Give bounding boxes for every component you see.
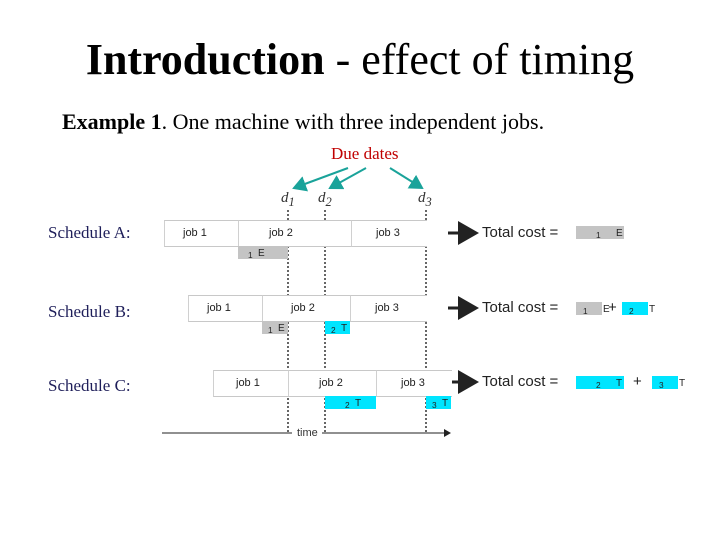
schedule-a-job-3: job 3 <box>351 220 427 247</box>
schedule-a-cost-label: Total cost = <box>482 224 559 241</box>
schedule-c-cost-label: Total cost = <box>482 373 559 390</box>
schedule-c-job-3: job 3 <box>376 370 452 397</box>
schedule-c-plus: + <box>633 373 642 390</box>
deadline-label-1: d1 <box>281 190 295 209</box>
due-arrow-1 <box>292 167 349 192</box>
deadline-label-2: d2 <box>318 190 332 209</box>
slide-subtitle: Example 1. One machine with three indepe… <box>62 108 544 136</box>
schedule-b-job-2: job 2 <box>262 295 351 322</box>
due-arrow-3 <box>389 167 424 190</box>
time-axis-label: time <box>297 427 318 439</box>
schedule-c-job-2: job 2 <box>288 370 377 397</box>
deadline-label-3: d3 <box>418 190 432 209</box>
schedule-c-label: Schedule C: <box>48 376 131 395</box>
due-arrow-2 <box>328 167 367 190</box>
slide-title: Introduction - effect of timing <box>0 34 720 86</box>
schedule-b-cost-label: Total cost = <box>482 299 559 316</box>
due-dates-label: Due dates <box>331 144 399 163</box>
schedule-a-label: Schedule A: <box>48 223 131 242</box>
schedule-c-job-1: job 1 <box>213 370 289 397</box>
schedule-b-plus: + <box>608 299 617 316</box>
schedule-a-job-2: job 2 <box>238 220 352 247</box>
schedule-b-label: Schedule B: <box>48 302 131 321</box>
title-rest: - effect of timing <box>324 35 635 84</box>
subtitle-rest: . One machine with three independent job… <box>161 109 545 134</box>
schedule-a-job-1: job 1 <box>164 220 239 247</box>
subtitle-bold: Example 1 <box>62 109 162 134</box>
schedule-b-job-1: job 1 <box>188 295 263 322</box>
title-bold: Introduction <box>85 35 325 84</box>
schedule-b-job-3: job 3 <box>350 295 427 322</box>
